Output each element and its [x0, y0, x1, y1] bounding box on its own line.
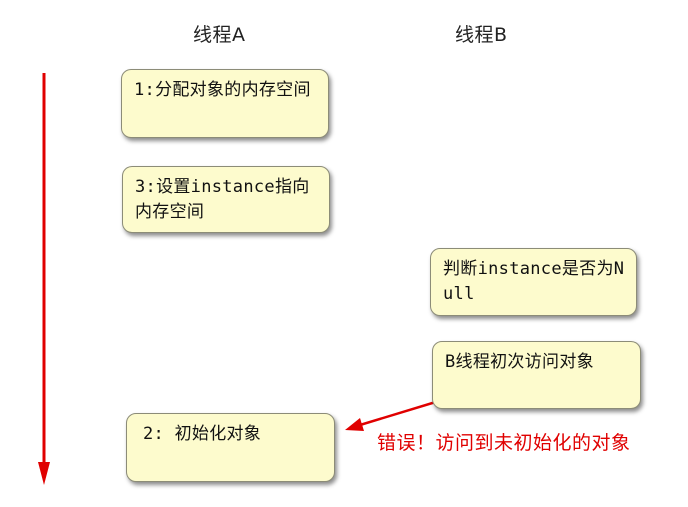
step-thread-b-access-box: B线程初次访问对象: [432, 341, 641, 409]
error-label: 错误！访问到未初始化的对象: [377, 432, 631, 454]
thread-b-header: 线程B: [455, 24, 508, 46]
step-allocate-memory-box: 1:分配对象的内存空间: [121, 69, 329, 138]
step-initialize-object-box: 2: 初始化对象: [126, 413, 335, 482]
step-check-instance-null-box: 判断instance是否为Null: [430, 248, 637, 316]
timeline-arrowhead: [38, 462, 50, 485]
step-set-instance-pointer-box: 3:设置instance指向内存空间: [122, 166, 330, 233]
error-pointer-arrowhead: [345, 418, 364, 431]
thread-a-header: 线程A: [193, 24, 246, 46]
error-pointer-arrow: [359, 399, 440, 427]
